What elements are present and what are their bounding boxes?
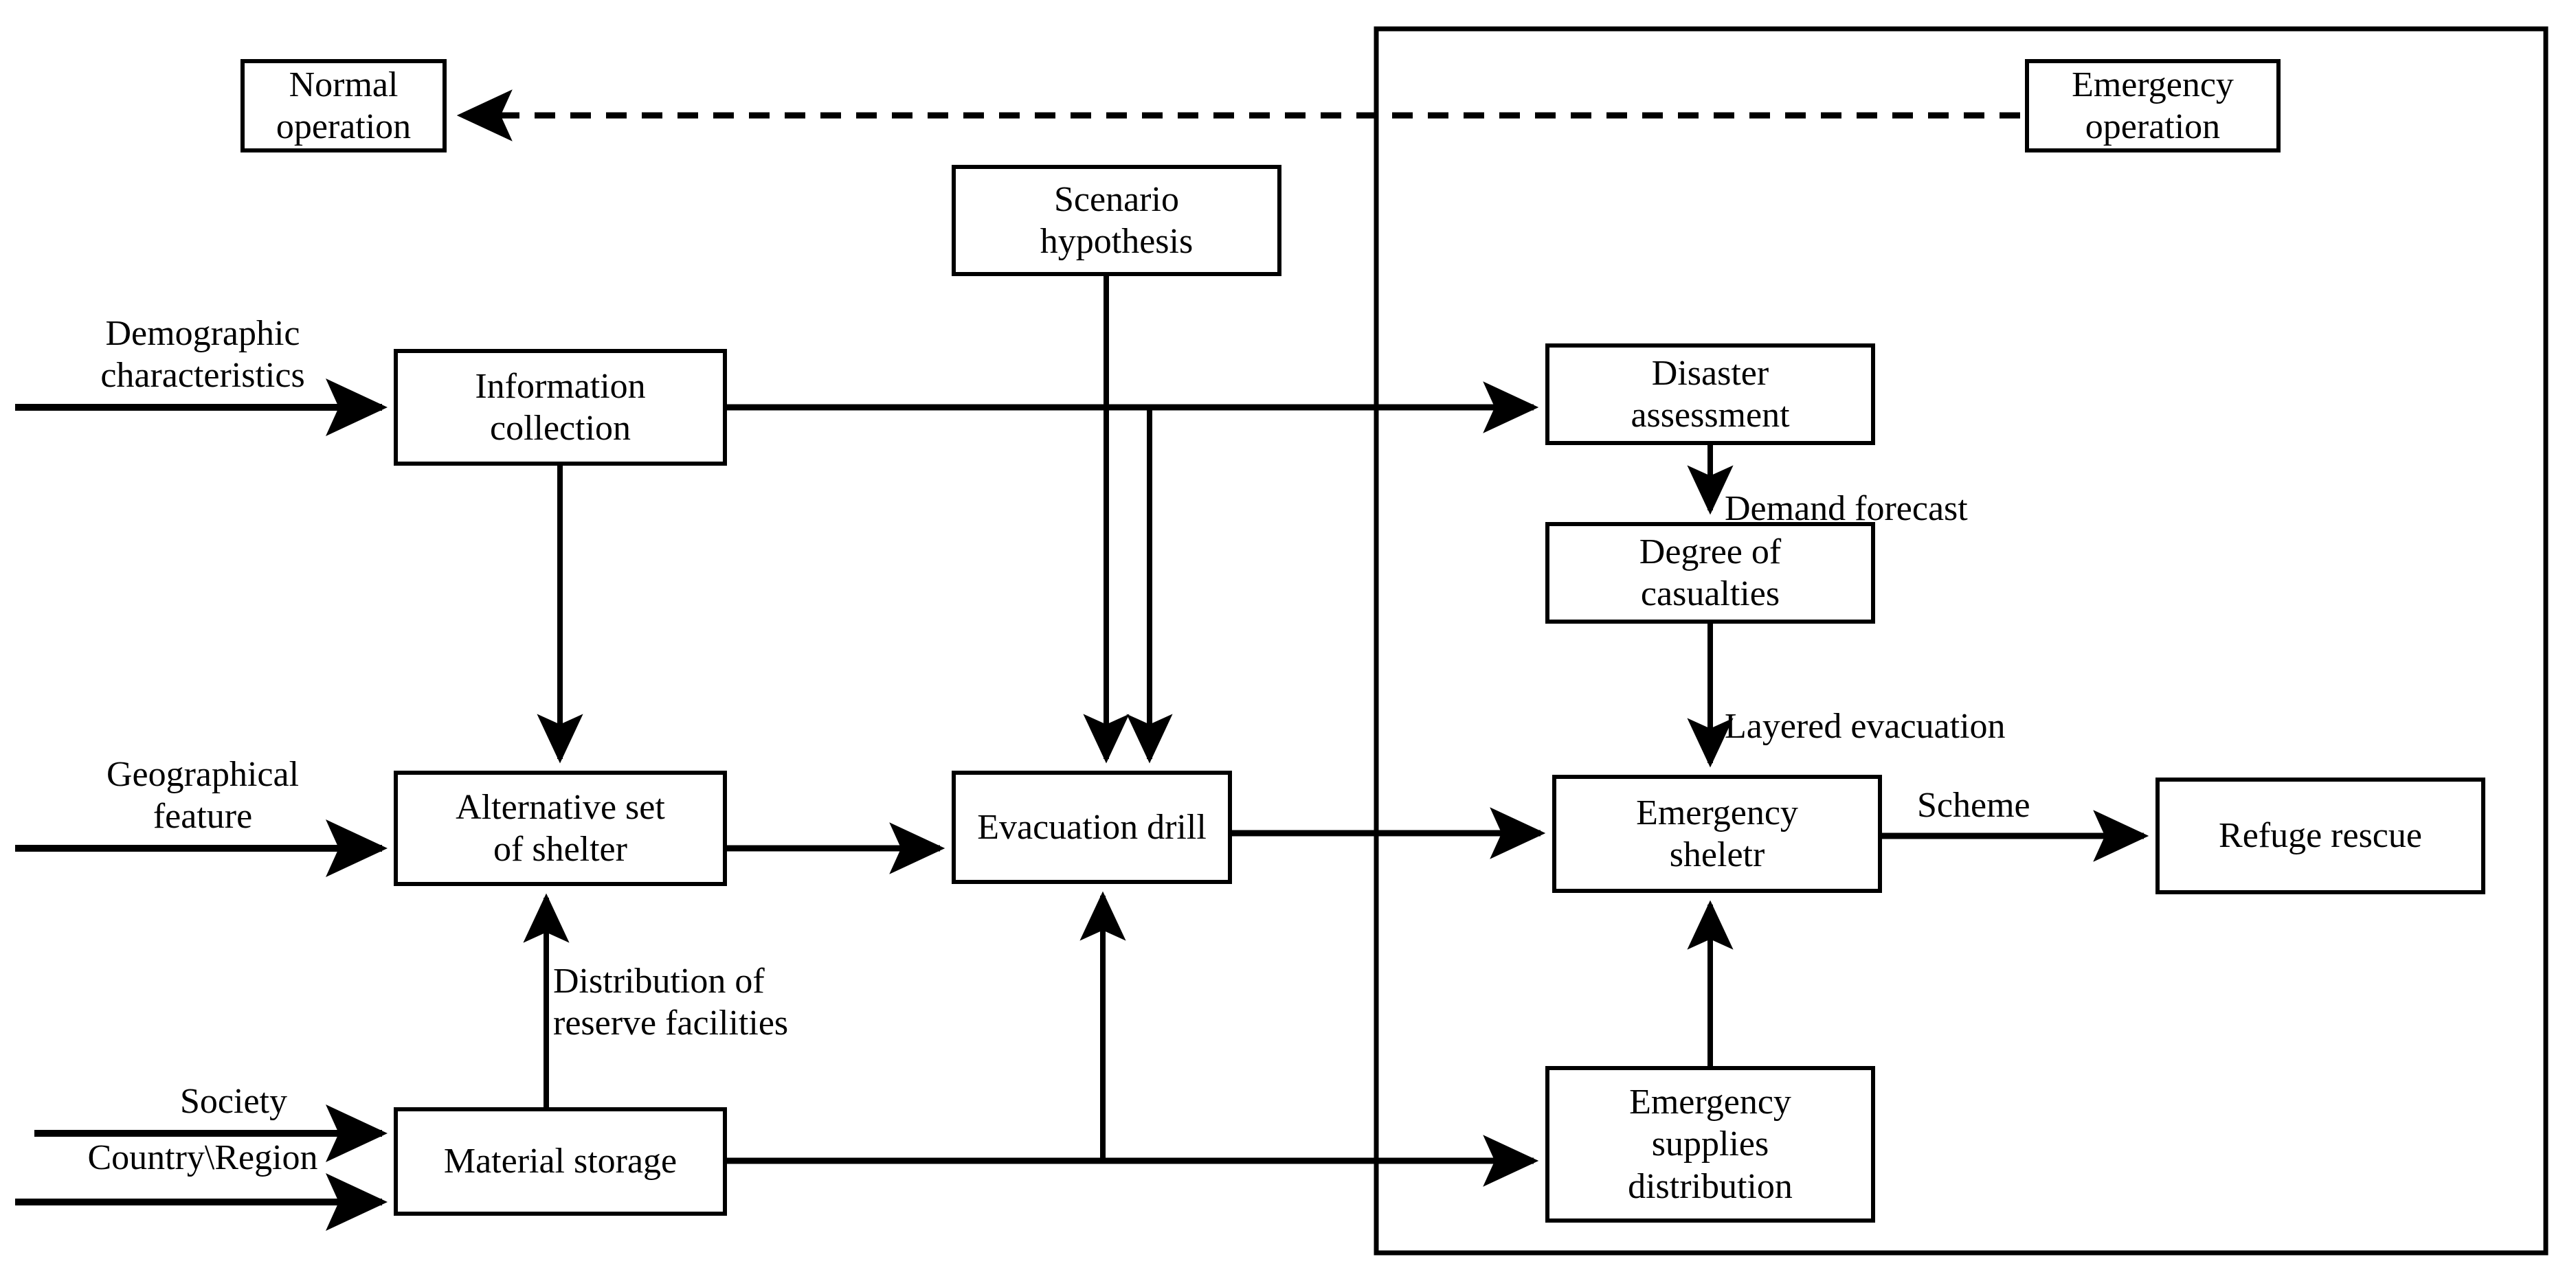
edge-label-demand-forecast: Demand forecast — [1725, 489, 1968, 528]
edge-label-distribution-reserve-facilities: Distribution of reserve facilities — [553, 962, 789, 1043]
node-refuge-rescue[interactable]: Refuge rescue — [2155, 778, 2485, 894]
edge-label-layered-evacuation: Layered evacuation — [1725, 707, 2006, 746]
node-degree-of-casualties[interactable]: Degree of casualties — [1545, 522, 1875, 624]
node-emergency-shelter[interactable]: Emergency sheletr — [1552, 775, 1882, 893]
node-emergency-operation[interactable]: Emergency operation — [2025, 59, 2281, 152]
node-emergency-supplies-distribution[interactable]: Emergency supplies distribution — [1545, 1066, 1875, 1223]
edge-label-scheme: Scheme — [1917, 786, 2030, 825]
input-label-demographic-characteristics: Demographic characteristics — [100, 314, 305, 396]
node-disaster-assessment[interactable]: Disaster assessment — [1545, 343, 1875, 445]
node-alternative-set-of-shelter[interactable]: Alternative set of shelter — [394, 771, 727, 886]
input-label-country-region: Country\Region — [87, 1138, 318, 1177]
node-normal-operation[interactable]: Normal operation — [240, 59, 447, 152]
node-material-storage[interactable]: Material storage — [394, 1107, 727, 1216]
node-evacuation-drill[interactable]: Evacuation drill — [952, 771, 1232, 884]
emergency-zone-border — [1374, 26, 2549, 1256]
node-information-collection[interactable]: Information collection — [394, 349, 727, 466]
input-label-society: Society — [180, 1082, 287, 1121]
input-label-geographical-feature: Geographical feature — [106, 755, 300, 837]
node-scenario-hypothesis[interactable]: Scenario hypothesis — [952, 165, 1281, 276]
